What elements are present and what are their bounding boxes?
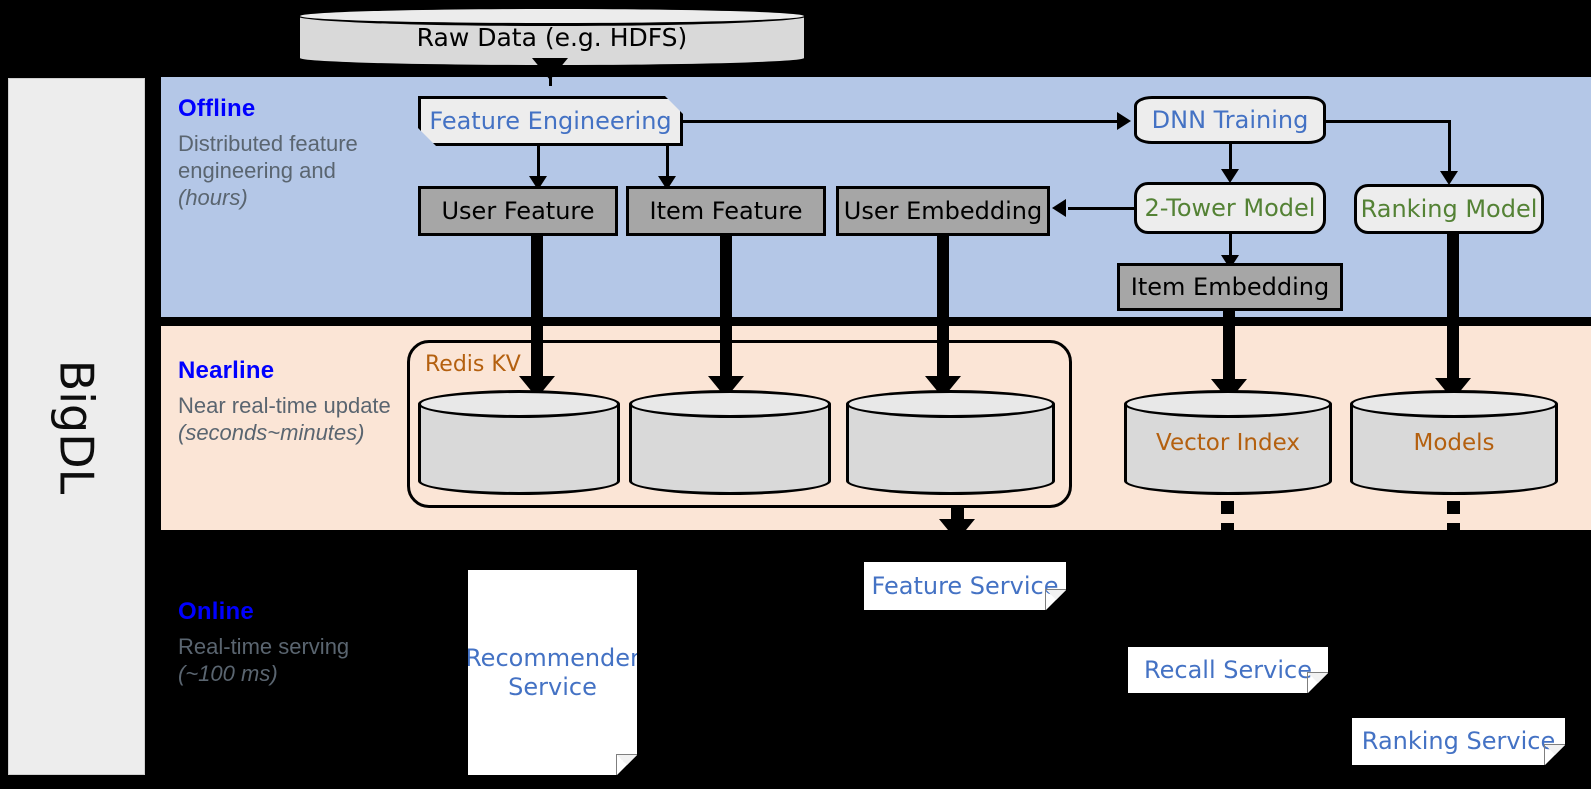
vector-index-label: Vector Index — [1156, 429, 1300, 456]
arrow-dnn-ranking-v — [1448, 120, 1451, 174]
item-embedding-label: Item Embedding — [1130, 273, 1330, 301]
two-tower-model-label: 2-Tower Model — [1144, 194, 1316, 222]
offline-title: Offline — [178, 95, 256, 122]
item-feature-label: Item Feature — [649, 197, 803, 225]
user-feature-box[interactable]: User Feature — [418, 186, 618, 236]
redis-store-cylinder-3[interactable] — [846, 390, 1055, 495]
arrow-dnn-twotower-line — [1229, 144, 1232, 172]
pipe-itemembed-line — [1223, 311, 1235, 387]
dnn-training-label: DNN Training — [1151, 106, 1309, 134]
item-embedding-box[interactable]: Item Embedding — [1117, 263, 1343, 311]
pipe-userembed-line — [937, 236, 949, 384]
redis-store-1-label — [418, 390, 620, 495]
raw-data-cylinder: Raw Data (e.g. HDFS) — [297, 6, 807, 68]
redis-kv-label: Redis KV — [425, 352, 521, 377]
models-label: Models — [1413, 429, 1495, 456]
online-title: Online — [178, 598, 254, 625]
dash-vectorindex-2 — [1221, 523, 1234, 536]
feature-engineering-box[interactable]: Feature Engineering — [418, 96, 683, 146]
online-label-group: Online Real-time serving (~100 ms) — [178, 598, 393, 688]
item-feature-box[interactable]: Item Feature — [626, 186, 826, 236]
arrow-twotower-itemembed-line — [1229, 234, 1232, 260]
arrow-featureservice-head — [939, 519, 975, 541]
dash-models-2 — [1447, 523, 1460, 536]
arrow-fe-dnn-head — [1117, 112, 1131, 130]
feature-service-label: Feature Service — [871, 571, 1059, 600]
arrow-dnn-twotower-head — [1221, 169, 1239, 183]
redis-store-2-label — [629, 390, 831, 495]
online-desc: Real-time serving (~100 ms) — [178, 634, 350, 686]
redis-store-cylinder-2[interactable] — [629, 390, 831, 495]
dash-featureservice-1 — [951, 506, 964, 519]
models-cylinder[interactable]: Models — [1350, 390, 1558, 495]
redis-kv-container — [407, 340, 1072, 508]
bigdl-label: BigDL — [49, 359, 104, 494]
ranking-service-label: Ranking Service — [1361, 727, 1556, 756]
dnn-training-box[interactable]: DNN Training — [1134, 96, 1326, 144]
arrow-twotower-userembed-head — [1052, 199, 1066, 217]
pipe-rankingmodel-line — [1447, 234, 1459, 386]
ranking-service-doc[interactable]: Ranking Service — [1352, 718, 1565, 765]
arrow-fe-itemfeature-line — [666, 146, 669, 180]
arrow-twotower-userembed-line — [1068, 207, 1134, 210]
recommender-service-doc[interactable]: Recommender Service — [468, 570, 637, 775]
feature-engineering-label: Feature Engineering — [429, 107, 672, 135]
bigdl-sidebar: BigDL — [8, 78, 145, 775]
arrow-rawdata-fe-head — [532, 58, 568, 80]
ranking-model-box[interactable]: Ranking Model — [1354, 184, 1544, 234]
recall-service-doc[interactable]: Recall Service — [1128, 647, 1328, 693]
offline-desc: Distributed feature engineering and (hou… — [178, 131, 358, 210]
arrow-dnn-ranking-head — [1440, 171, 1458, 185]
two-tower-model-box[interactable]: 2-Tower Model — [1134, 182, 1326, 234]
feature-service-doc[interactable]: Feature Service — [864, 562, 1066, 610]
recommender-service-label: Recommender Service — [465, 643, 640, 701]
raw-data-label: Raw Data (e.g. HDFS) — [416, 22, 688, 52]
dash-vectorindex-1 — [1221, 501, 1234, 514]
user-feature-label: User Feature — [441, 197, 595, 225]
ranking-model-label: Ranking Model — [1360, 195, 1538, 223]
redis-store-3-label — [846, 390, 1055, 495]
arrow-dnn-ranking-h — [1326, 120, 1451, 123]
dash-models-1 — [1447, 501, 1460, 514]
nearline-desc: Near real-time update (seconds~minutes) — [178, 393, 391, 445]
user-embedding-label: User Embedding — [843, 197, 1043, 225]
user-embedding-box[interactable]: User Embedding — [836, 186, 1050, 236]
vector-index-cylinder[interactable]: Vector Index — [1124, 390, 1332, 495]
offline-label-group: Offline Distributed feature engineering … — [178, 95, 393, 211]
pipe-itemfeature-line — [720, 236, 732, 384]
recall-service-label: Recall Service — [1144, 655, 1312, 684]
redis-store-cylinder-1[interactable] — [418, 390, 620, 495]
nearline-label-group: Nearline Near real-time update (seconds~… — [178, 357, 393, 447]
nearline-title: Nearline — [178, 357, 275, 384]
arrow-fe-userfeature-line — [537, 146, 540, 180]
pipe-userfeature-line — [531, 236, 543, 384]
arrow-fe-dnn-line — [683, 120, 1117, 123]
